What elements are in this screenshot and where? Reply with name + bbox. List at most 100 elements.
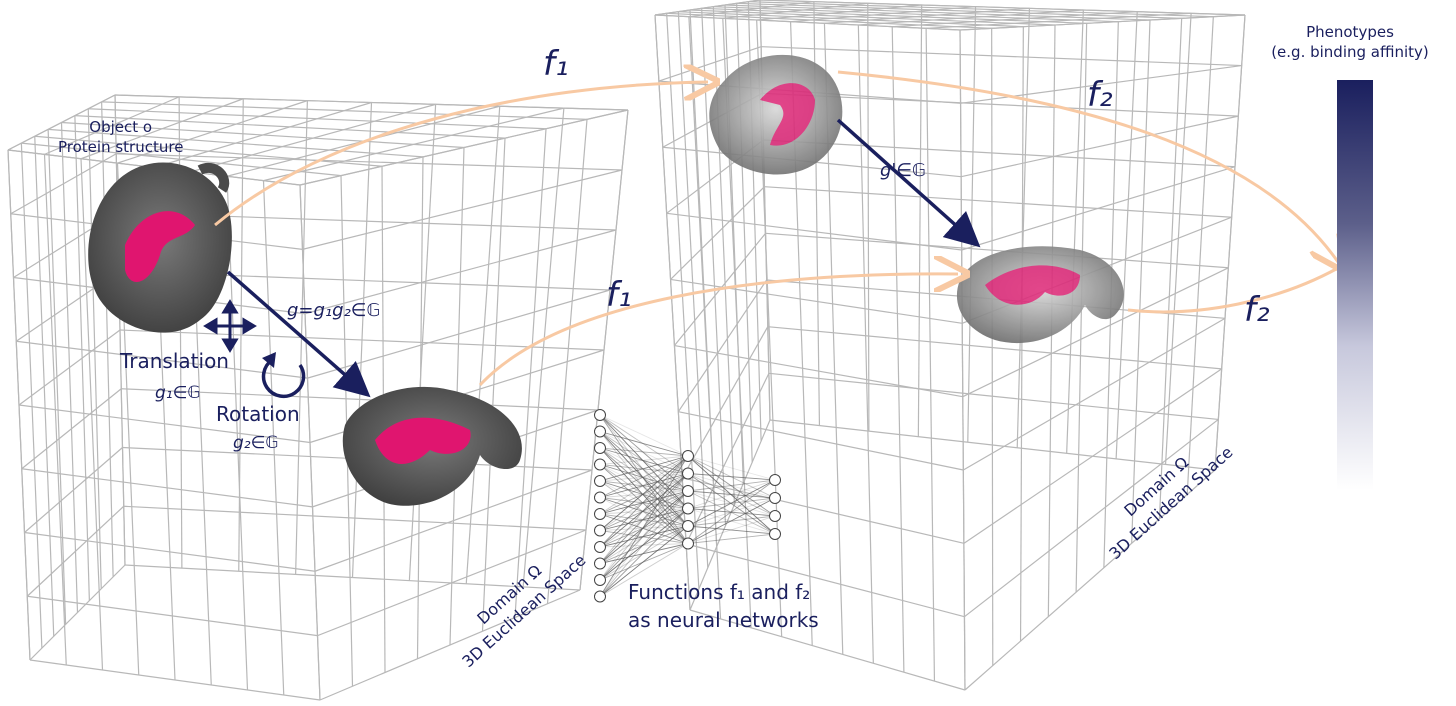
nn-edge	[599, 447, 689, 527]
nn-edge	[687, 455, 776, 535]
nn-edge	[599, 508, 689, 531]
nn-edge	[599, 447, 689, 509]
nn-edge	[599, 455, 689, 564]
nn-edge	[599, 480, 689, 509]
nn-edge	[599, 431, 689, 492]
nn-node	[769, 492, 781, 504]
nn-edge	[599, 543, 689, 548]
nn-edge	[599, 480, 689, 492]
nn-edge	[599, 414, 689, 492]
g2-member-label: g₂∈𝔾	[233, 433, 279, 453]
nn-edge	[687, 479, 776, 509]
nn-edge	[599, 473, 689, 548]
nn-edge	[599, 480, 689, 527]
nn-edge	[599, 431, 689, 509]
nn-node	[682, 520, 694, 532]
nn-edge	[599, 414, 689, 509]
protein-structure-ghost-top	[709, 54, 843, 175]
nn-edge	[599, 414, 689, 457]
nn-node	[594, 524, 606, 537]
transform-arrow-gprime	[836, 118, 981, 248]
phenotypes-line1: Phenotypes	[1306, 23, 1394, 41]
nn-edge	[599, 464, 689, 509]
nn-edge	[599, 447, 689, 457]
nn-edge	[687, 473, 776, 499]
transform-arrow-g	[226, 270, 371, 398]
nn-edge	[599, 508, 689, 597]
f1-label-bottom: f₁	[606, 275, 632, 315]
nn-edge	[599, 455, 689, 597]
nn-edge	[687, 533, 776, 544]
nn-edge	[599, 525, 689, 531]
nn-node	[594, 590, 606, 603]
nn-node	[682, 502, 694, 515]
nn-edge	[687, 455, 776, 481]
f1-label-top: f₁	[543, 44, 569, 84]
nn-edge	[599, 431, 689, 474]
nn-edge	[599, 464, 689, 527]
nn-node	[594, 475, 606, 487]
nn-edge	[599, 497, 689, 544]
nn-node	[594, 557, 606, 570]
g-composition-label: g=g₁g₂∈𝔾	[287, 300, 381, 321]
rotation-icon	[261, 352, 306, 399]
nn-node	[769, 510, 781, 522]
nn-edge	[599, 497, 689, 509]
nn-edge	[599, 447, 689, 474]
phenotypes-label: Phenotypes (e.g. binding affinity)	[1250, 22, 1450, 62]
nn-edge	[687, 490, 776, 499]
nn-edge	[687, 479, 776, 527]
nn-edge	[599, 455, 689, 498]
nn-node	[594, 541, 606, 553]
nn-edge	[599, 473, 689, 597]
nn-node	[682, 467, 694, 480]
nn-edge	[599, 490, 689, 581]
nn-edge	[687, 479, 776, 544]
nn-node	[682, 537, 694, 550]
nn-caption: Functions f₁ and f₂ as neural networks	[628, 578, 819, 634]
nn-node	[594, 409, 606, 421]
object-label: Object o Protein structure	[58, 117, 183, 157]
nn-caption-line1: Functions f₁ and f₂	[628, 580, 811, 604]
nn-edge	[599, 473, 689, 498]
nn-edge	[599, 455, 689, 482]
nn-edge	[599, 530, 689, 544]
translation-icon	[203, 299, 257, 353]
nn-edge	[599, 473, 689, 482]
f2-arrow-bottom	[1127, 266, 1339, 314]
nn-edge	[599, 447, 689, 544]
nn-edge	[599, 525, 689, 597]
nn-edge	[599, 431, 689, 457]
nn-edge	[599, 455, 689, 548]
phenotype-colorbar	[1337, 80, 1373, 490]
nn-edge	[599, 480, 689, 544]
nn-edge	[599, 508, 689, 581]
nn-edge	[599, 447, 689, 492]
nn-edge	[599, 414, 689, 474]
nn-edge	[599, 513, 689, 544]
nn-edge	[599, 513, 689, 527]
nn-node	[594, 442, 606, 454]
protein-structure-ghost-bottom	[956, 246, 1124, 344]
nn-node	[682, 450, 694, 462]
nn-edge	[599, 464, 689, 544]
f2-label-bottom: f₂	[1244, 290, 1270, 330]
nn-node	[594, 508, 606, 520]
nn-edge	[687, 473, 776, 535]
nn-edge	[687, 525, 776, 535]
nn-node	[682, 485, 694, 497]
f1-arrow-top	[214, 82, 708, 227]
nn-edge	[599, 490, 689, 597]
nn-node	[594, 425, 606, 438]
nn-caption-line2: as neural networks	[628, 608, 819, 632]
nn-edge	[599, 508, 689, 515]
f2-label-top: f₂	[1087, 75, 1113, 115]
nn-edge	[687, 479, 776, 492]
f2-arrow-top	[837, 70, 1338, 262]
nn-edge	[599, 490, 689, 515]
nn-edge	[599, 455, 689, 515]
nn-edge	[599, 455, 689, 581]
nn-edge	[599, 490, 689, 498]
nn-edge	[687, 497, 776, 544]
